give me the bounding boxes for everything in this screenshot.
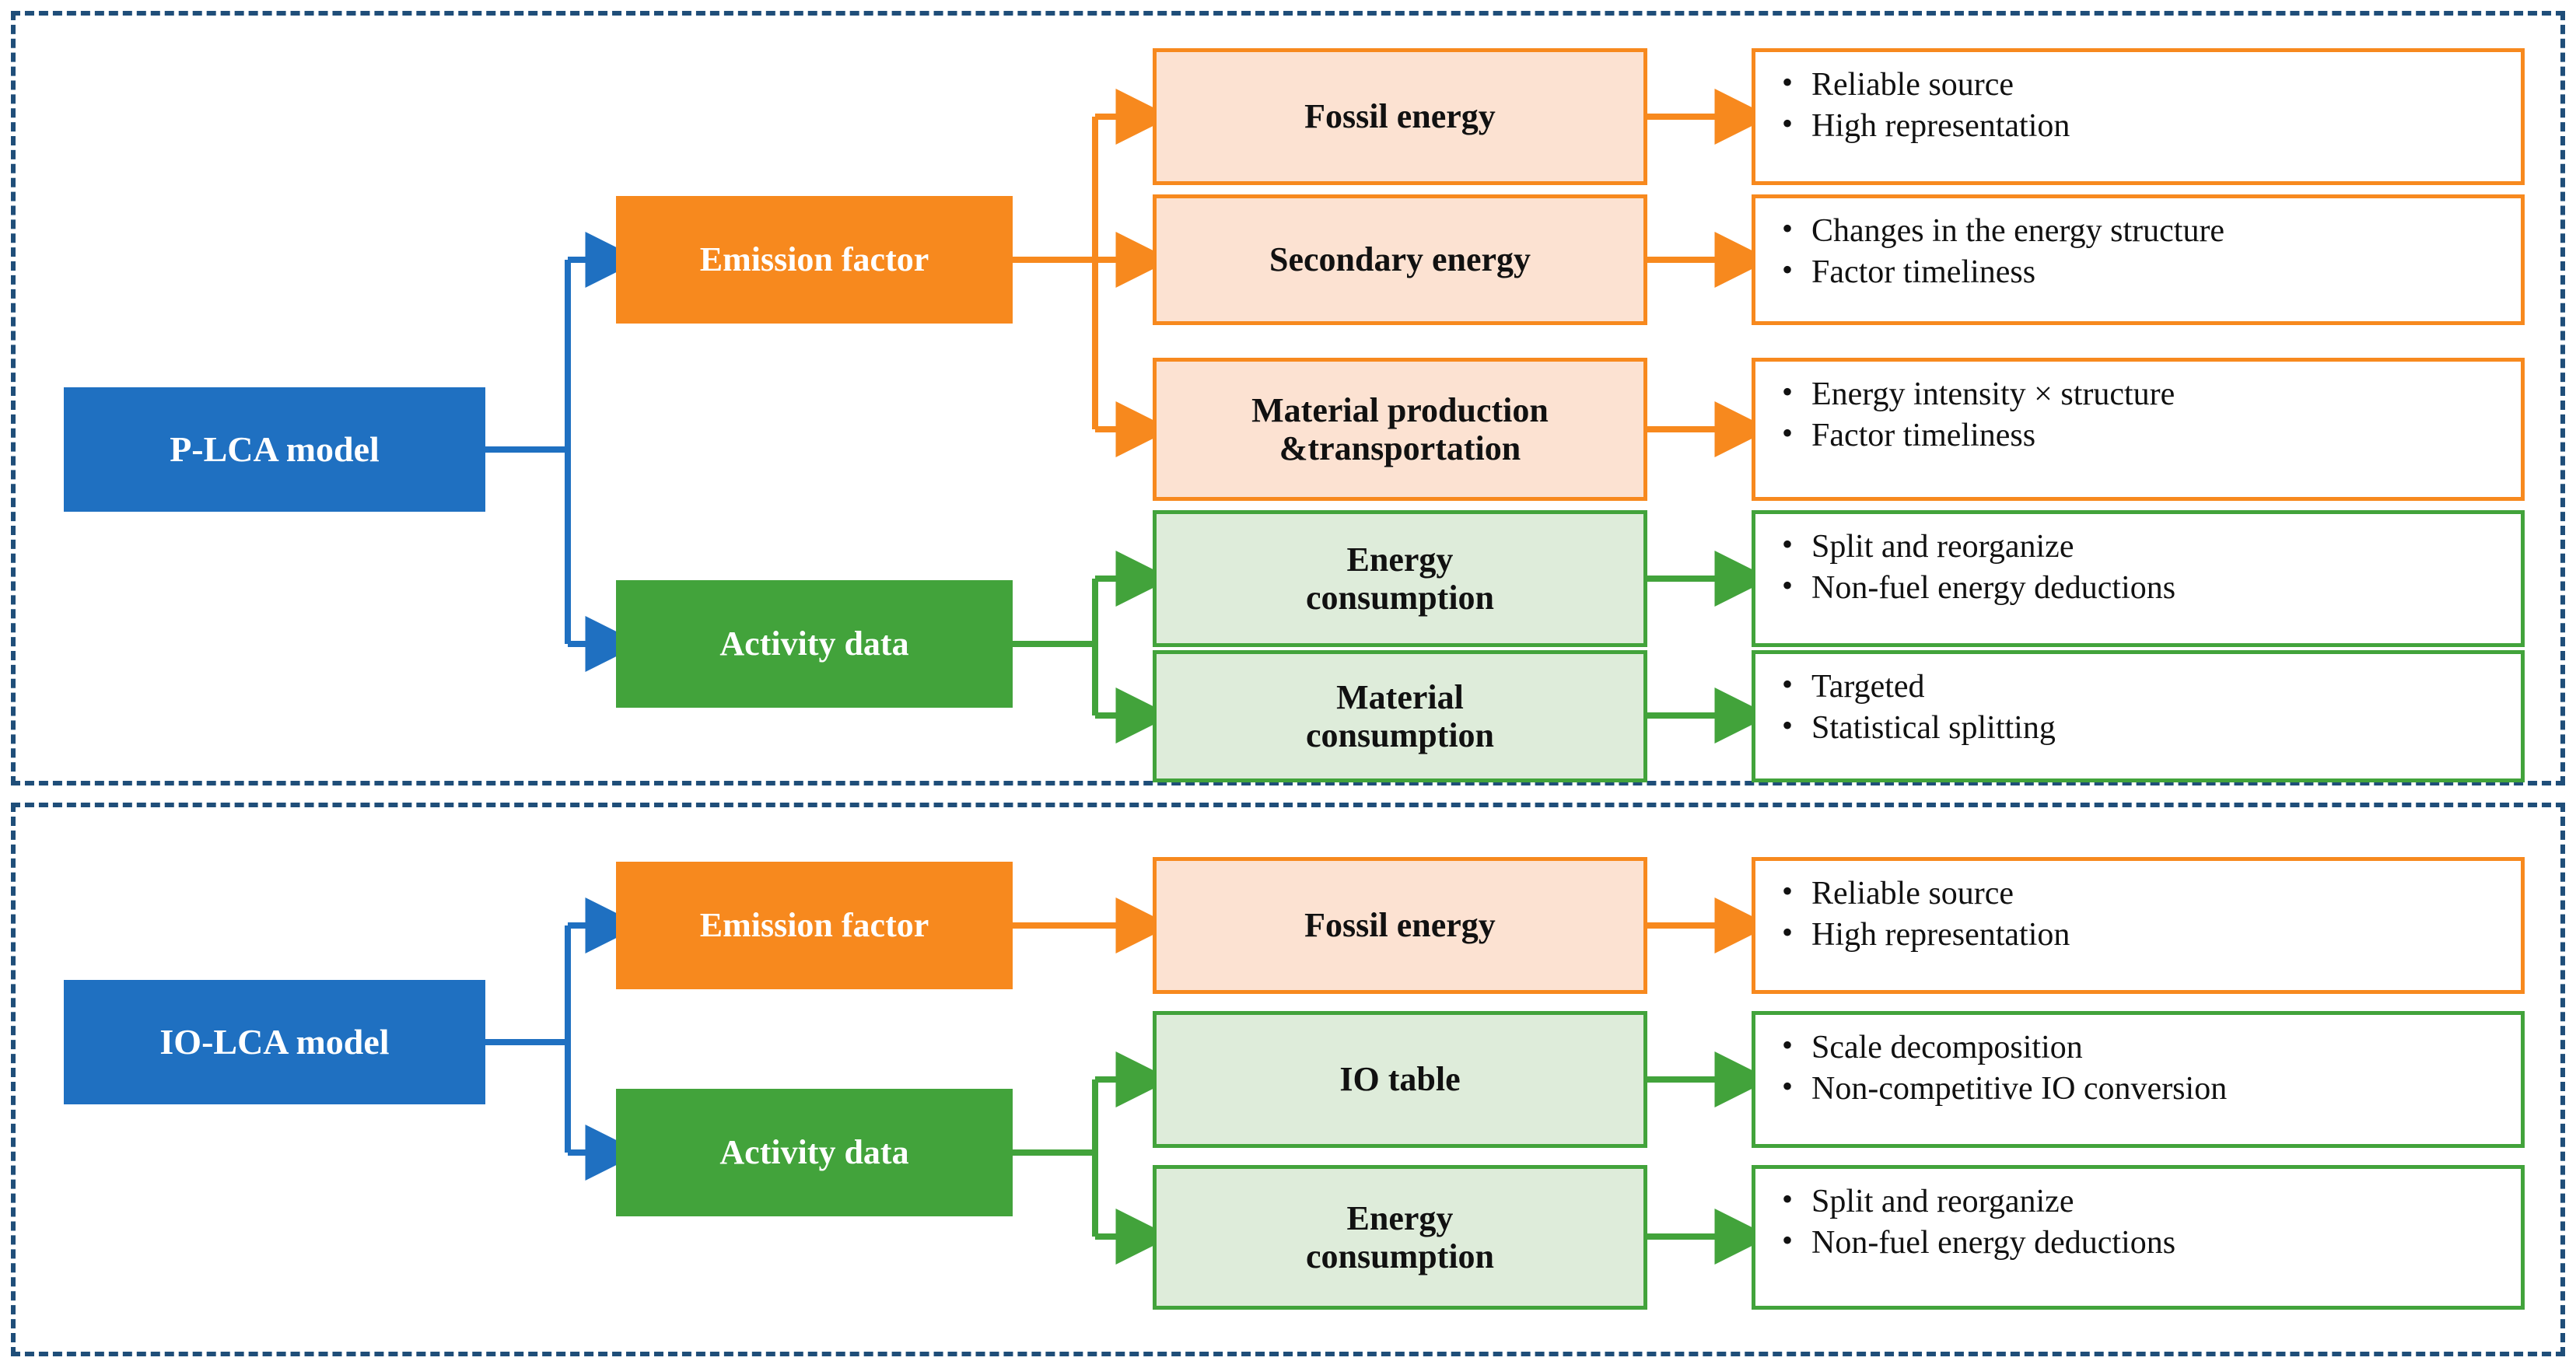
bullets-io-table[interactable]: Scale decomposition Non-competitive IO c… [1752,1011,2525,1148]
bullet-item: Factor timeliness [1776,414,2501,457]
bullet-item: Split and reorganize [1776,1180,2501,1223]
bullets-material-consumption[interactable]: Targeted Statistical splitting [1752,650,2525,782]
bullets-secondary-energy[interactable]: Changes in the energy structure Factor t… [1752,194,2525,325]
bullet-item: Statistical splitting [1776,706,2501,749]
bullet-list: Split and reorganize Non-fuel energy ded… [1776,1180,2501,1264]
node-fossil-energy-top[interactable]: Fossil energy [1153,48,1647,185]
bullet-item: Targeted [1776,665,2501,708]
bullets-energy-consumption-bottom[interactable]: Split and reorganize Non-fuel energy ded… [1752,1165,2525,1310]
bullets-material-production[interactable]: Energy intensity × structure Factor time… [1752,358,2525,501]
bullet-item: Factor timeliness [1776,250,2501,293]
bullet-item: High representation [1776,104,2501,147]
node-io-table[interactable]: IO table [1153,1011,1647,1148]
bullet-item: Non-fuel energy deductions [1776,1221,2501,1264]
node-material-production[interactable]: Material production &transportation [1153,358,1647,501]
node-material-consumption[interactable]: Material consumption [1153,650,1647,782]
bullet-item: Reliable source [1776,872,2501,915]
bullet-item: Scale decomposition [1776,1026,2501,1069]
bullet-list: Changes in the energy structure Factor t… [1776,209,2501,293]
node-io-lca-model[interactable]: IO-LCA model [64,980,485,1104]
bullet-item: Non-fuel energy deductions [1776,566,2501,609]
bullet-item: Non-competitive IO conversion [1776,1067,2501,1110]
node-activity-data-bottom[interactable]: Activity data [616,1089,1013,1216]
bullet-list: Energy intensity × structure Factor time… [1776,373,2501,457]
node-fossil-energy-bottom[interactable]: Fossil energy [1153,857,1647,994]
node-energy-consumption-bottom[interactable]: Energy consumption [1153,1165,1647,1310]
node-p-lca-model[interactable]: P-LCA model [64,387,485,512]
bullets-fossil-energy-top[interactable]: Reliable source High representation [1752,48,2525,185]
panel-io-lca [11,803,2565,1356]
node-activity-data-top[interactable]: Activity data [616,580,1013,708]
bullet-item: High representation [1776,913,2501,956]
bullet-list: Split and reorganize Non-fuel energy ded… [1776,525,2501,609]
bullets-energy-consumption-top[interactable]: Split and reorganize Non-fuel energy ded… [1752,510,2525,647]
node-secondary-energy[interactable]: Secondary energy [1153,194,1647,325]
panel-p-lca [11,11,2565,785]
bullet-item: Energy intensity × structure [1776,373,2501,415]
bullet-list: Scale decomposition Non-competitive IO c… [1776,1026,2501,1110]
bullet-list: Reliable source High representation [1776,872,2501,956]
bullet-item: Split and reorganize [1776,525,2501,568]
node-energy-consumption-top[interactable]: Energy consumption [1153,510,1647,647]
node-emission-factor-top[interactable]: Emission factor [616,196,1013,324]
bullet-item: Reliable source [1776,63,2501,106]
bullet-list: Reliable source High representation [1776,63,2501,147]
bullet-item: Changes in the energy structure [1776,209,2501,252]
bullet-list: Targeted Statistical splitting [1776,665,2501,749]
bullets-fossil-energy-bottom[interactable]: Reliable source High representation [1752,857,2525,994]
node-emission-factor-bottom[interactable]: Emission factor [616,862,1013,989]
